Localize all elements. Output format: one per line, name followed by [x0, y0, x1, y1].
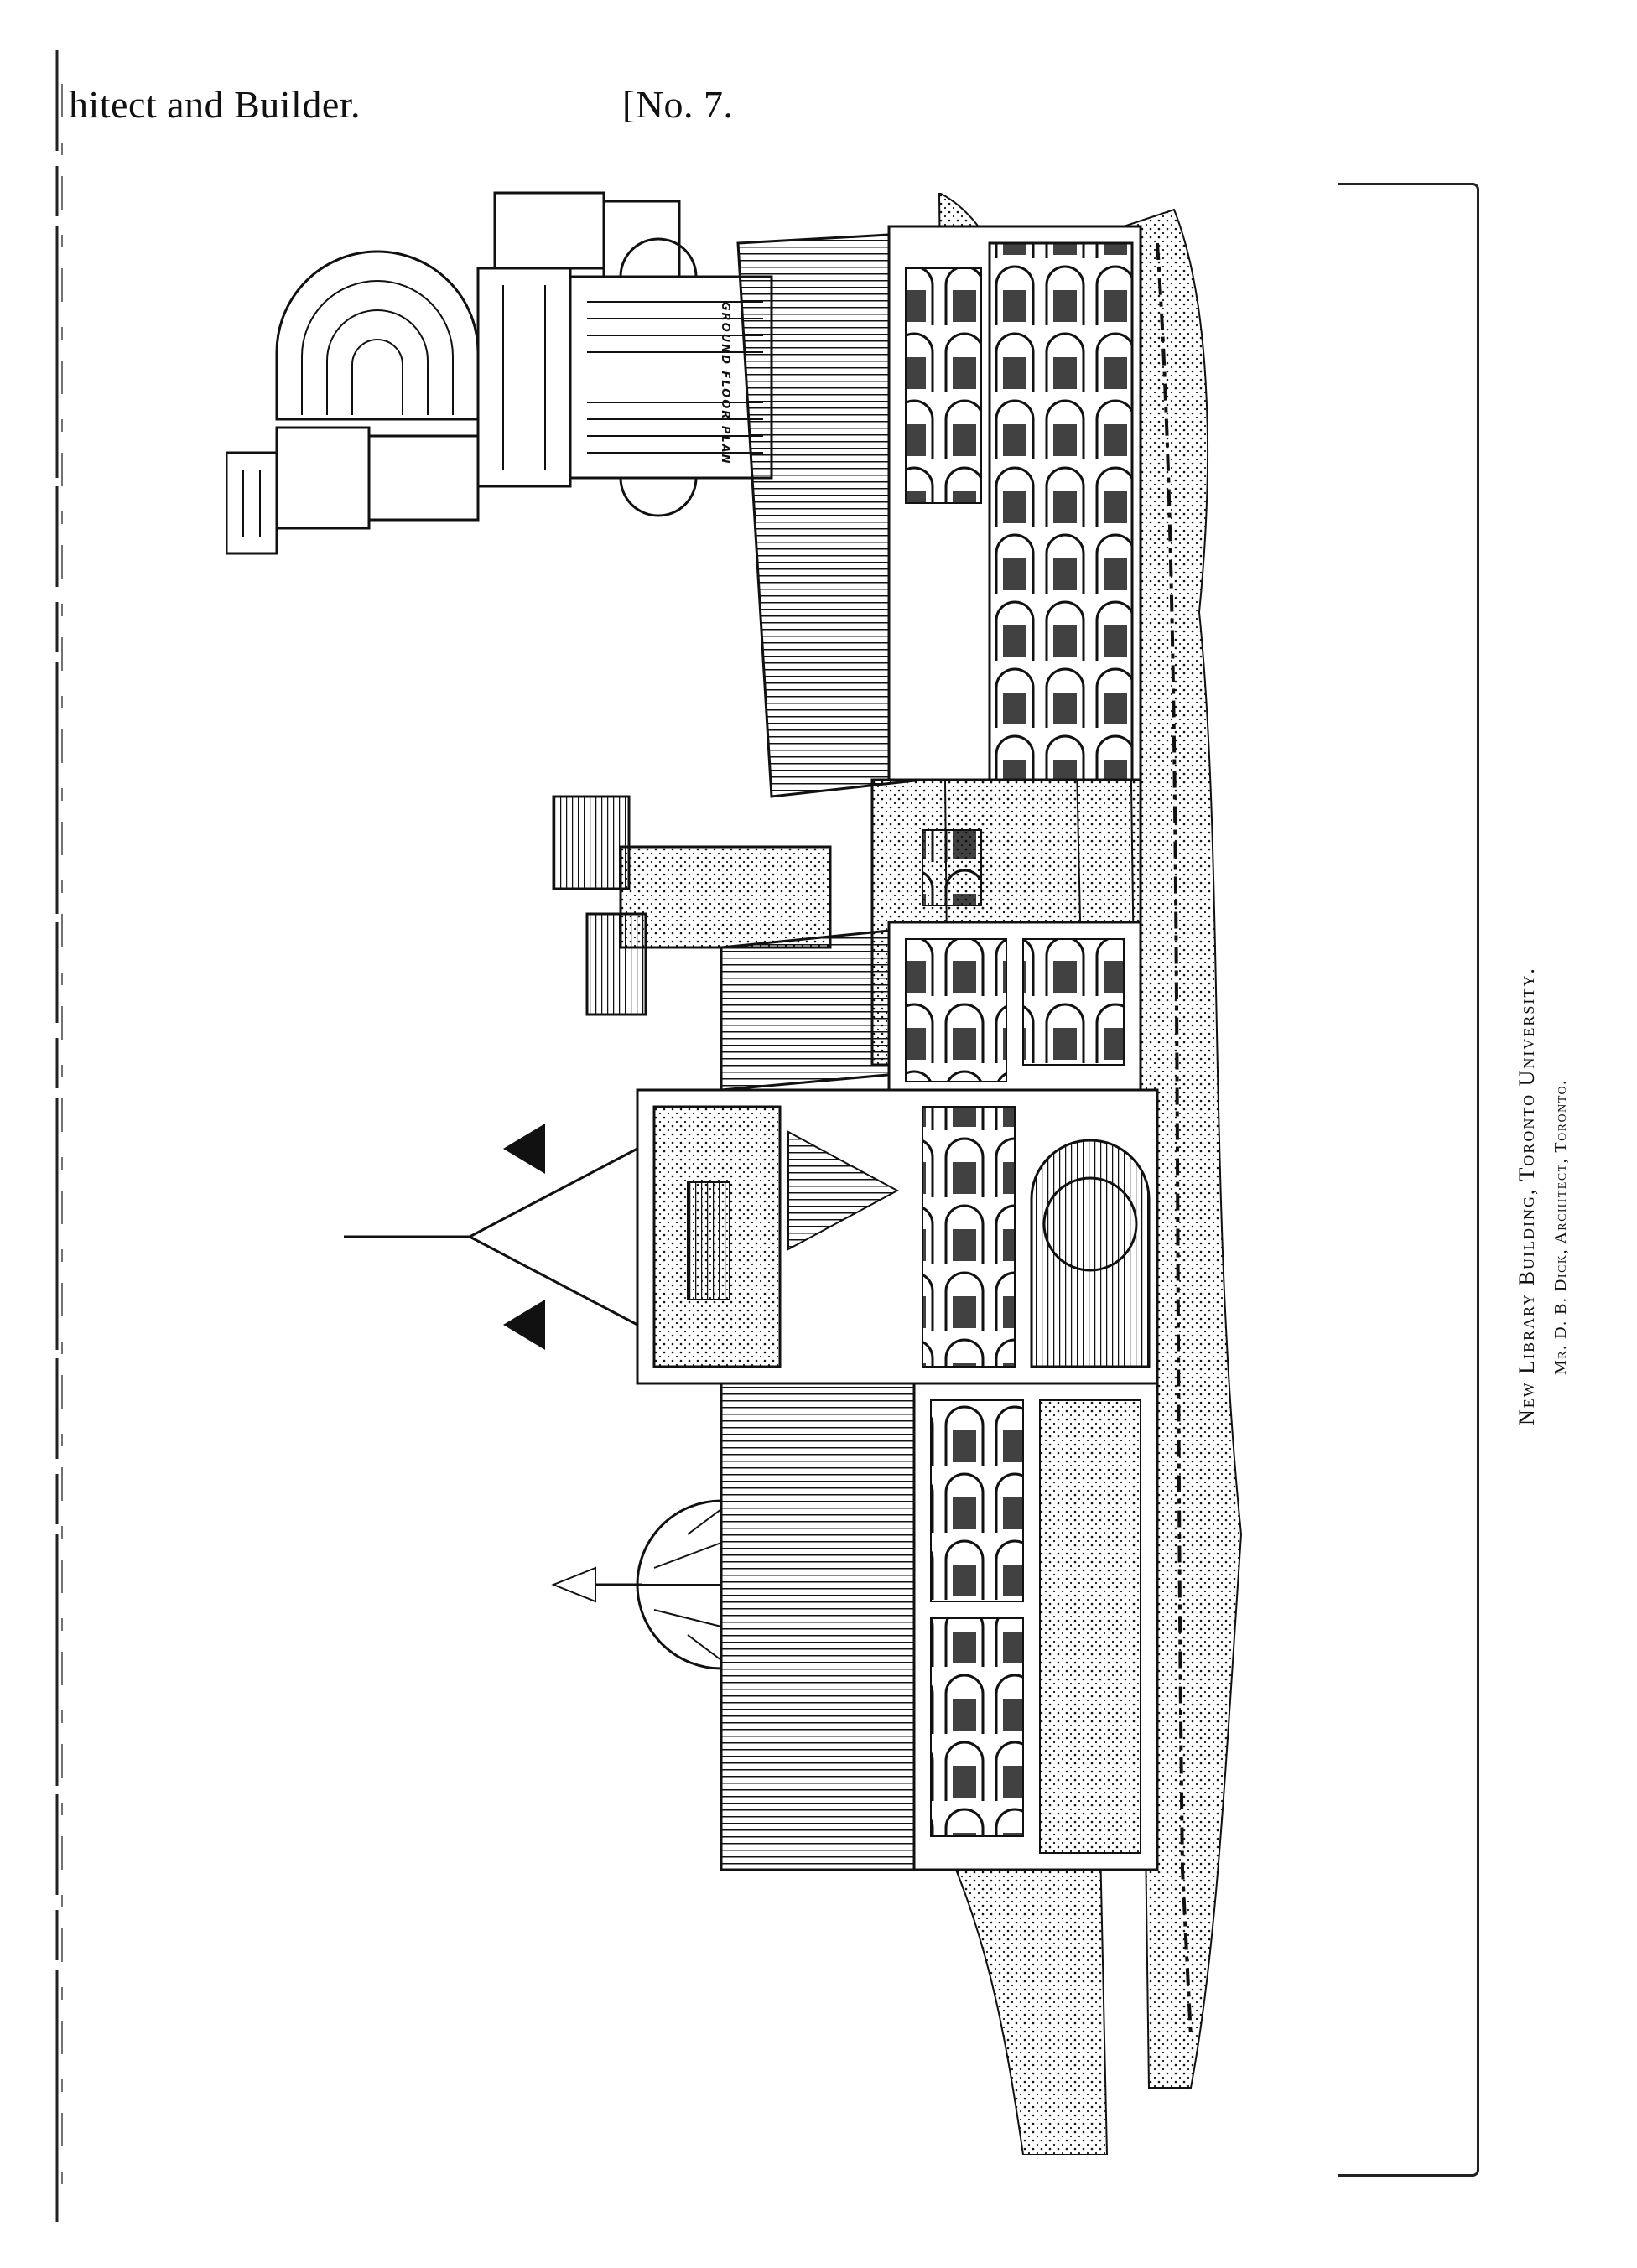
journal-title: hitect and Builder.	[69, 83, 361, 126]
ground-floor-plan	[226, 191, 773, 555]
issue-number: [No. 7.	[622, 83, 734, 126]
running-header: hitect and Builder. [No. 7.	[69, 74, 824, 141]
figure-caption-title: New Library Building, Toronto University…	[1515, 967, 1539, 1425]
page-binding-edge	[55, 50, 63, 2222]
figure-caption-architect: Mr. D. B. Dick, Architect, Toronto.	[1551, 1079, 1570, 1375]
illustration-frame	[1338, 183, 1479, 2177]
library-building-illustration	[344, 193, 1243, 2155]
